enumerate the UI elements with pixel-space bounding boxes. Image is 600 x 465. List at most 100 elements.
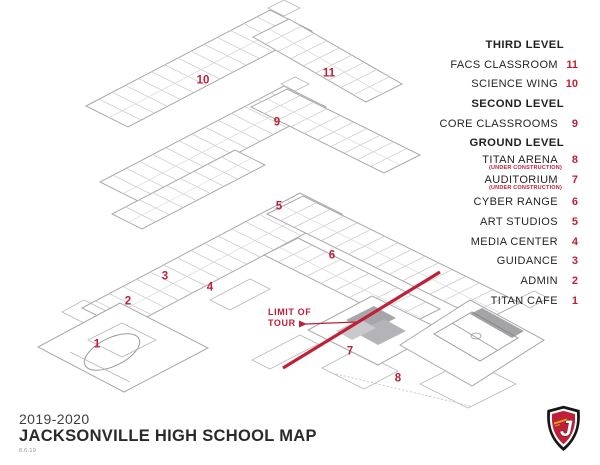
gold-banner [554, 418, 567, 425]
legend-item-number: 6 [571, 196, 578, 209]
map-marker-10: 10 [196, 74, 210, 87]
cafe-oval [83, 333, 141, 371]
room-divider [306, 258, 341, 277]
legend-header-label: GROUND LEVEL [469, 137, 564, 150]
annex-east-tip [515, 290, 549, 309]
room-divider [443, 282, 480, 302]
court-center-line [451, 322, 498, 351]
corridor-line [269, 28, 383, 95]
cafe-line [69, 351, 131, 383]
court-center-circle [470, 332, 482, 340]
limit-of-tour-label: LIMIT OF TOUR [268, 307, 311, 328]
room-divider [328, 62, 365, 81]
room-divider [348, 235, 385, 255]
map-marker-6: 6 [328, 249, 336, 262]
legend-header-third-level: THIRD LEVEL [348, 35, 578, 55]
tour-limit-overlay [282, 270, 441, 370]
legend-item-label: TITAN CAFE [490, 294, 558, 307]
third-level-vertex-box [267, 0, 301, 17]
room-divider [125, 206, 156, 223]
room-divider [166, 185, 197, 201]
room-divider [334, 273, 370, 291]
room-divider [190, 50, 234, 73]
room-divider [231, 113, 274, 135]
legend-item-label: FACS CLASSROOM [450, 58, 558, 71]
page-title: JACKSONVILLE HIGH SCHOOL MAP [19, 427, 317, 445]
room-divider [361, 242, 399, 262]
legend-item-number: 2 [571, 275, 578, 288]
room-divider [109, 293, 152, 315]
legend-header-label: SECOND LEVEL [471, 97, 564, 110]
room-divider [98, 98, 142, 121]
room-divider [278, 244, 313, 263]
room-divider [139, 199, 170, 216]
room-divider [349, 280, 384, 298]
limit-of-tour-line1: LIMIT OF [268, 307, 312, 317]
fringe-rooms [335, 373, 471, 407]
corridor-line [279, 247, 422, 319]
room-divider [343, 134, 381, 154]
limit-of-tour-line2: TOUR [268, 317, 296, 328]
room-divider [122, 286, 166, 308]
arena-bleachers [470, 308, 524, 338]
auditorium-seating [336, 319, 376, 340]
room-divider [190, 250, 234, 272]
room-divider [139, 161, 182, 183]
legend-item-label: SCIENCE WING [471, 78, 558, 91]
room-divider [340, 69, 378, 88]
room-divider [304, 115, 341, 134]
room-divider [290, 108, 328, 128]
gold-banner-small [555, 424, 560, 427]
room-divider [277, 33, 315, 52]
room-divider [265, 25, 302, 45]
arena-court [433, 311, 519, 362]
room-divider [245, 221, 288, 244]
second-level-vertex-box [280, 76, 310, 92]
room-divider [264, 95, 301, 114]
map-marker-7: 7 [346, 345, 354, 358]
map-marker-11: 11 [322, 67, 336, 80]
map-marker-4: 4 [206, 281, 214, 294]
room-divider [330, 128, 367, 147]
room-divider [320, 266, 355, 284]
room-divider [375, 249, 412, 268]
corridor-line [283, 205, 501, 314]
annex-center [209, 278, 271, 311]
room-divider [353, 76, 390, 96]
school-year: 2019-2020 [19, 411, 90, 427]
map-marker-3: 3 [161, 270, 169, 283]
room-divider [293, 209, 331, 228]
room-divider [126, 167, 169, 190]
room-divider [177, 257, 220, 280]
map-marker-2: 2 [124, 295, 132, 308]
legend-item-label: ADMIN [520, 275, 558, 288]
legend-item-number: 9 [571, 117, 578, 130]
room-divider [163, 264, 206, 287]
map-marker-1: 1 [93, 338, 101, 351]
room-divider [231, 228, 275, 251]
legend-item-label: AUDITORIUM [484, 174, 558, 187]
legend-header-second-level: SECOND LEVEL [348, 94, 578, 114]
legend-item-number: 1 [571, 294, 578, 307]
room-divider [429, 275, 466, 295]
room-divider [334, 229, 371, 248]
room-divider [207, 163, 238, 180]
legend-item-titan-cafe: TITAN CAFE 1 [348, 291, 578, 311]
room-divider [193, 171, 225, 187]
room-divider [218, 235, 261, 258]
room-divider [258, 214, 302, 236]
room-divider [303, 47, 340, 67]
room-divider [217, 37, 260, 59]
room-divider [290, 40, 327, 59]
room-divider [280, 202, 317, 222]
annex-near-arena [321, 349, 399, 390]
logo-letter: J [560, 416, 573, 441]
legend-item-number: 8 [571, 154, 578, 167]
title-block: 2019-2020 JACKSONVILLE HIGH SCHOOL MAP 8… [19, 411, 317, 454]
